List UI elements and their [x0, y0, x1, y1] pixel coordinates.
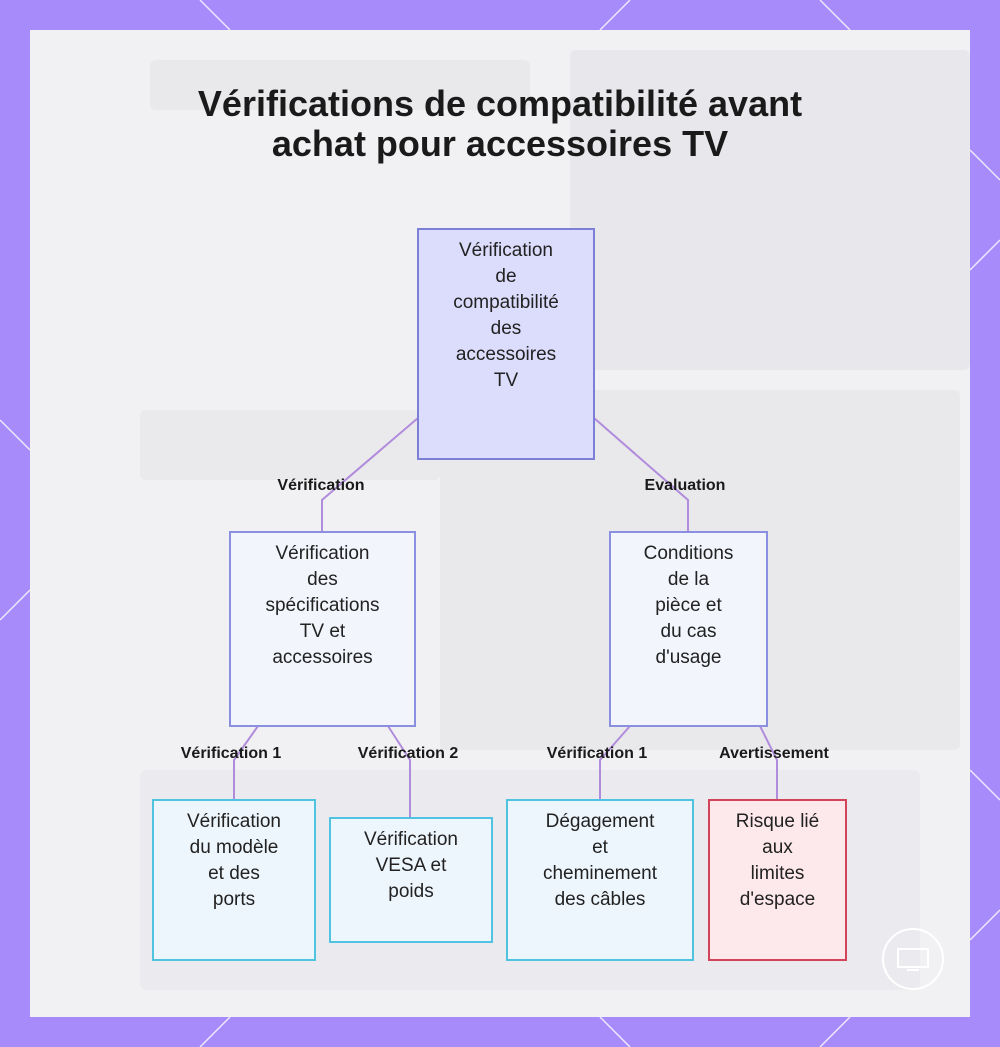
edge-root-specs [321, 417, 419, 531]
node-space-risk: Risque lié aux limites d'espace [708, 799, 847, 961]
page-title: Vérifications de compatibilité avant ach… [0, 84, 1000, 164]
screen-icon [882, 928, 944, 990]
edge-room-risk [759, 725, 778, 799]
edge-label-room-risk: Avertissement [719, 745, 829, 762]
edge-label-specs-model: Vérification 1 [180, 745, 282, 762]
edge-label-room-clearance: Vérification 1 [546, 745, 648, 762]
background-photo-shape [140, 410, 440, 480]
edge-specs-vesa [387, 725, 411, 817]
title-line-1: Vérifications de compatibilité avant [197, 83, 803, 124]
edge-label-specs-vesa: Vérification 2 [357, 745, 459, 762]
node-room-conditions: Conditions de la pièce et du cas d'usage [609, 531, 768, 727]
node-model-ports-check: Vérification du modèle et des ports [152, 799, 316, 961]
node-root-compatibility-check: Vérification de compatibilité des access… [417, 228, 595, 460]
node-vesa-weight-check: Vérification VESA et poids [329, 817, 493, 943]
node-clearance-cables: Dégagement et cheminement des câbles [506, 799, 694, 961]
edge-label-root-specs: Vérification [277, 477, 365, 494]
background-photo-shape [150, 60, 530, 110]
node-specs-check: Vérification des spécifications TV et ac… [229, 531, 416, 727]
edge-label-root-room: Evaluation [644, 477, 726, 494]
title-line-2: achat pour accessoires TV [271, 123, 729, 164]
edge-room-clearance [599, 725, 631, 799]
background-photo-shape [570, 50, 970, 370]
edge-specs-model [233, 725, 259, 799]
edge-root-room [593, 417, 689, 531]
